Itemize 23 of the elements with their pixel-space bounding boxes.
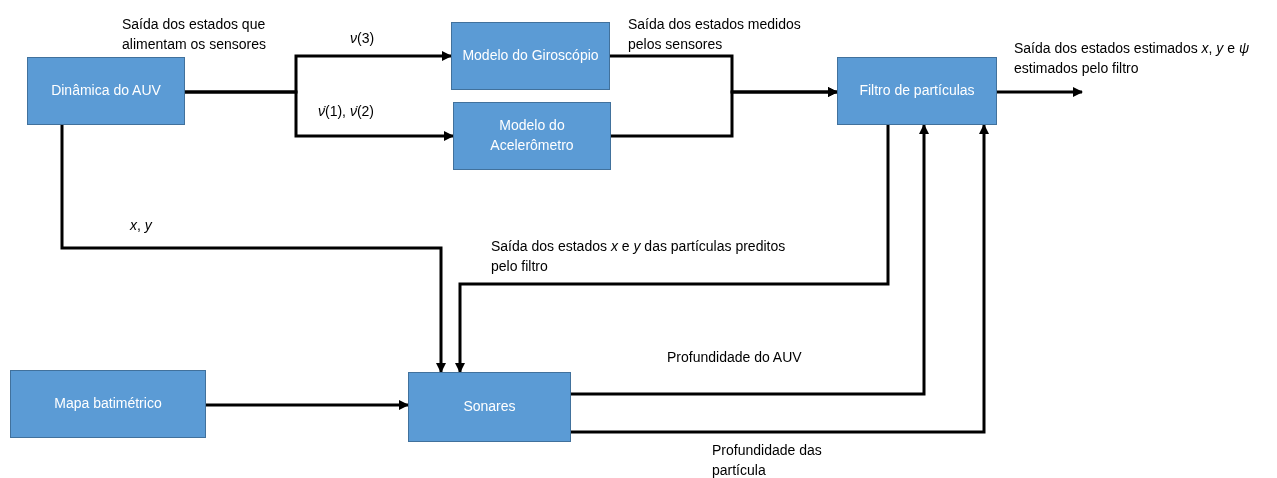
arrow [997, 87, 1083, 97]
edge-label: x, y [130, 216, 154, 235]
edge-label: ν̇(1), ν̇(2) [318, 102, 375, 121]
edge-label: ν(3) [350, 29, 376, 48]
edge-label: Saída dos estados x e y das partículas preditos pelo filtro [491, 237, 787, 277]
arrow [185, 90, 454, 141]
arrow [571, 124, 929, 396]
arrow [455, 125, 890, 373]
process-box: Modelo do Acelerômetro [453, 102, 611, 170]
process-box: Modelo do Giroscópio [451, 22, 610, 90]
arrow [60, 125, 446, 373]
arrow [571, 124, 989, 434]
process-box: Mapa batimétrico [10, 370, 206, 438]
process-box: Filtro de partículas [837, 57, 997, 125]
edge-label: Profundidade do AUV [667, 348, 803, 367]
edge-label: Saída dos estados medidos pelos sensores [628, 15, 802, 55]
arrow [611, 87, 838, 138]
edge-label: Profundidade das partícula [712, 441, 823, 478]
edge-label: Saída dos estados estimados x, y e ψ estimados pelo filtro [1014, 39, 1251, 79]
process-box: Sonares [408, 372, 571, 442]
note-text: Saída dos estados que alimentam os sensores [122, 15, 267, 55]
arrow [206, 400, 409, 410]
process-box: Dinâmica do AUV [27, 57, 185, 125]
